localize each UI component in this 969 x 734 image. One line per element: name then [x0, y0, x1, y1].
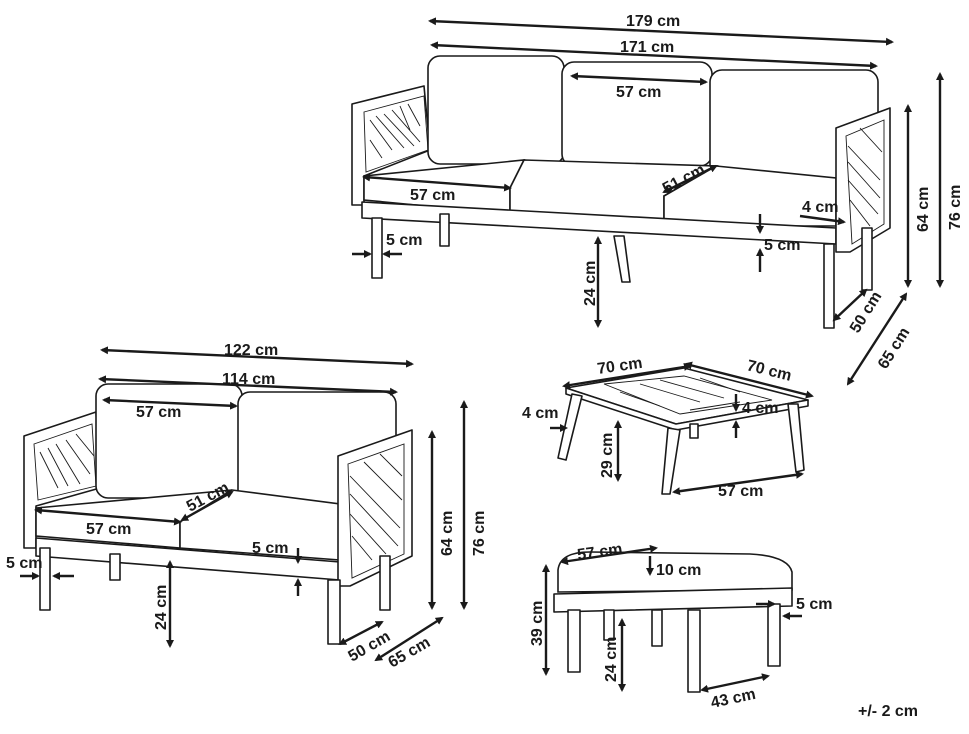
three-seater-sofa	[351, 55, 891, 329]
sofa2-total-width-label: 122 cm	[224, 342, 278, 359]
tolerance-note: +/- 2 cm	[858, 703, 918, 720]
sofa2-leg-front-left	[39, 547, 51, 611]
table-dimension-lines	[550, 361, 814, 496]
table-height-label: 29 cm	[599, 433, 616, 478]
sofa3-leg-front-left	[371, 217, 383, 279]
ottoman-leg-back-left	[603, 609, 615, 641]
table-leg-back	[689, 423, 699, 439]
sofa3-dimension-lines	[352, 17, 944, 386]
sofa3-total-height-label: 76 cm	[947, 185, 964, 230]
sofa3-leg-front-right	[823, 243, 835, 329]
sofa3-frame-thickness-label: 5 cm	[764, 237, 800, 254]
ottoman-leg-back-center	[651, 609, 663, 647]
sofa2-leg-front-right	[327, 579, 341, 645]
sofa2-leg-width-label: 5 cm	[6, 555, 42, 572]
sofa3-inner-width-label: 171 cm	[620, 39, 674, 56]
ottoman-leg-front-right	[767, 603, 781, 667]
table-leg-front-center	[661, 427, 681, 495]
sofa2-seat-height-label: 64 cm	[439, 511, 456, 556]
table-top-edge	[565, 387, 809, 431]
sofa2-frame-thickness-label: 5 cm	[252, 540, 288, 557]
ottoman-width-label: 57 cm	[576, 541, 623, 564]
sofa3-leg-back-left	[439, 213, 450, 247]
sofa2-leg-height-label: 24 cm	[153, 585, 170, 630]
ottoman-leg-front-left	[567, 609, 581, 673]
sofa3-leg-height-label: 24 cm	[582, 261, 599, 306]
table-width-label: 70 cm	[596, 355, 643, 378]
sofa3-seat-cushion-label: 57 cm	[410, 187, 455, 204]
ottoman-dimension-labels: 57 cm 10 cm 5 cm 39 cm 24 cm 43 cm	[529, 541, 832, 712]
coffee-table	[557, 367, 809, 495]
table-leg-front-right	[787, 403, 805, 473]
ottoman-frame	[553, 587, 793, 613]
sofa2-leg-back-right	[379, 555, 391, 611]
sofa2-back-cushion-label: 57 cm	[136, 404, 181, 421]
ottoman-dimension-lines	[542, 544, 802, 693]
sofa2-inner-depth-label: 50 cm	[346, 628, 394, 665]
ottoman-frame-label: 5 cm	[796, 596, 832, 613]
sofa2-leg-back-left	[109, 553, 121, 581]
table-leg-front-left	[557, 393, 583, 461]
sofa3-inner-depth-label: 50 cm	[847, 289, 885, 336]
table-leg-width-label: 4 cm	[522, 405, 558, 422]
ottoman-height-label: 39 cm	[529, 601, 546, 646]
sofa2-dimension-lines	[20, 346, 468, 662]
sofa3-back-cushion-label: 57 cm	[616, 84, 661, 101]
sofa2-seat-cushion-label: 57 cm	[86, 521, 131, 538]
sofa3-leg-center	[613, 235, 631, 283]
ottoman-leg-span-label: 43 cm	[709, 686, 757, 712]
table-top-thickness-label: 4 cm	[742, 400, 778, 417]
sofa3-leg-back-right	[861, 227, 873, 291]
ottoman-cushion-label: 10 cm	[656, 562, 701, 579]
sofa3-seat-height-label: 64 cm	[915, 187, 932, 232]
sofa3-back-cushion-left	[427, 55, 565, 165]
sofa3-leg-width-label: 5 cm	[386, 232, 422, 249]
table-leg-span-label: 57 cm	[718, 483, 763, 500]
sofa3-cushion-thickness-label: 4 cm	[802, 199, 838, 216]
ottoman-leg-front-center	[687, 609, 701, 693]
sofa2-inner-width-label: 114 cm	[222, 371, 275, 388]
sofa3-total-width-label: 179 cm	[626, 13, 680, 30]
ottoman-leg-height-label: 24 cm	[603, 637, 620, 682]
sofa2-total-height-label: 76 cm	[471, 511, 488, 556]
